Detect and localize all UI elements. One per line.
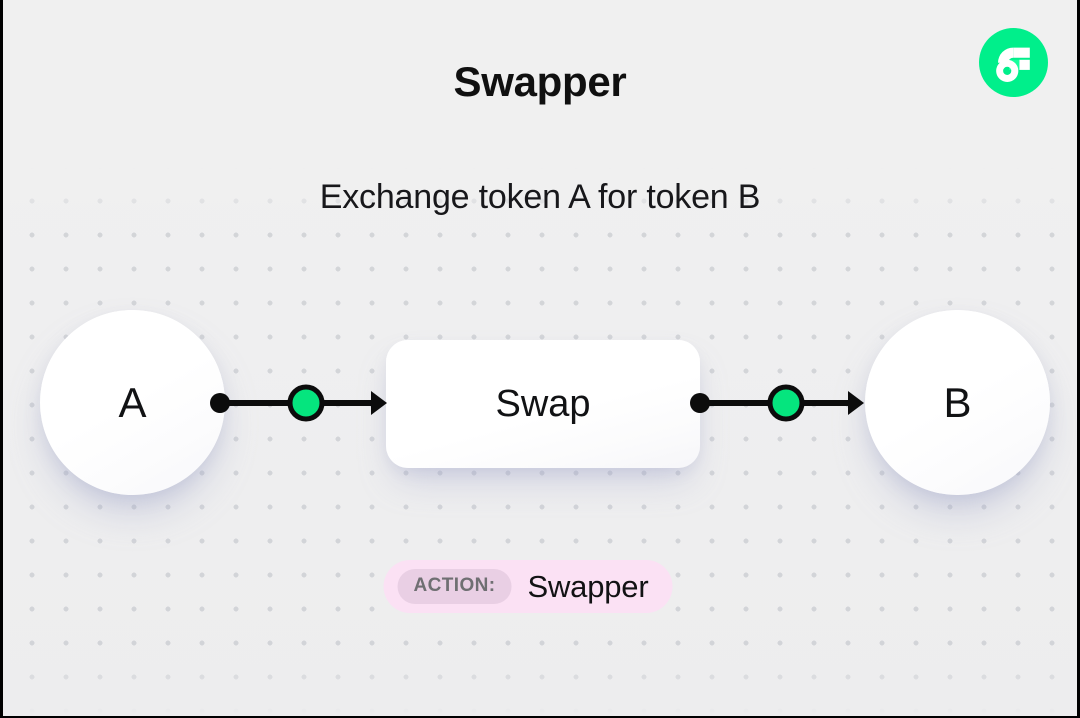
flow-graph: A Swap B — [3, 0, 1077, 716]
page-title: Swapper — [453, 58, 627, 105]
node-token-a-label: A — [118, 378, 147, 426]
node-swap[interactable]: Swap — [386, 340, 700, 468]
node-token-b-label: B — [943, 378, 972, 426]
page-subtitle: Exchange token A for token B — [319, 178, 761, 216]
flow-canvas[interactable]: Swapper Exchange token A for token B A S… — [3, 0, 1077, 716]
flow-logo-icon[interactable] — [979, 28, 1048, 97]
action-badge-value: Swapper — [527, 568, 649, 604]
node-swap-label: Swap — [495, 382, 591, 425]
node-token-a[interactable]: A — [40, 310, 225, 495]
action-badge-chip-label: ACTION: — [397, 569, 512, 604]
action-badge[interactable]: ACTION: Swapper — [383, 560, 673, 613]
node-token-b[interactable]: B — [865, 310, 1050, 495]
